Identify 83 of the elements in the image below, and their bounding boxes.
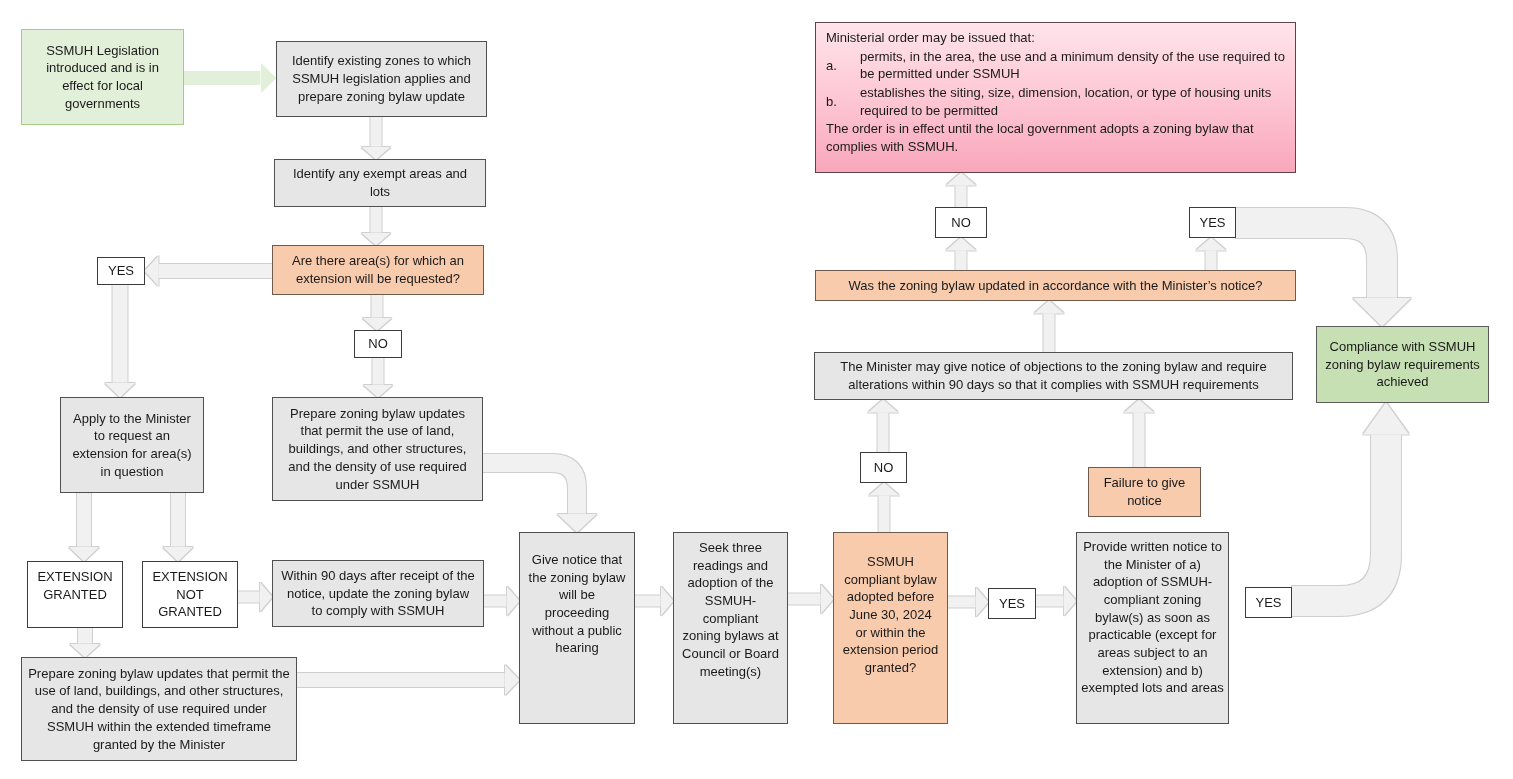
answer-box (27, 561, 123, 628)
step-text: Seek three readings and adoption of the SSMUH-compliant zoning bylaws at Council or Board meeting(s) (682, 539, 779, 681)
block-arrow (948, 587, 989, 617)
block-arrow (238, 582, 273, 612)
list-item-text: establishes the siting, size, dimension, location, or type of housing units required to be permitted (860, 84, 1273, 120)
question-text: Was the zoning bylaw updated in accordance with the Minister’s notice? (848, 276, 1263, 295)
block-arrow (68, 493, 100, 562)
block-arrow (362, 295, 392, 331)
list-marker: a. (826, 56, 838, 75)
answer-text: NO (368, 335, 388, 353)
block-arrow (1034, 300, 1064, 352)
answer-box (1245, 587, 1292, 618)
decision-box (272, 245, 484, 295)
block-arrow (483, 454, 597, 533)
start-text: SSMUH Legislation introduced and is in effect for local governments (45, 41, 160, 113)
block-arrow (869, 482, 899, 532)
decision-box (815, 270, 1296, 301)
order-note: The order is in effect until the local government adopts a zoning bylaw that complies with SSMUH. (826, 120, 1255, 156)
answer-box (860, 452, 907, 483)
step-text: Prepare zoning bylaw updates that permit the use of land, buildings, and other structures, and the density of use required under SSMUH within the extended timeframe granted by the Minister (27, 664, 291, 754)
result-text: Compliance with SSMUH zoning bylaw requirements achieved (1325, 338, 1480, 391)
answer-box (1189, 207, 1236, 238)
block-arrow (635, 586, 674, 616)
process-box (272, 397, 483, 501)
answer-text: YES (1255, 593, 1282, 612)
order-heading: Ministerial order may be issued that: (826, 29, 1036, 47)
step-text: Give notice that the zoning bylaw will be proceeding without a public hearing (528, 551, 626, 658)
process-box (519, 532, 635, 724)
answer-box (354, 330, 402, 358)
answer-box (988, 588, 1036, 619)
process-box (673, 532, 788, 724)
decision-box (1088, 467, 1201, 517)
block-arrow (484, 586, 520, 616)
block-arrow (184, 62, 277, 94)
decision-box (833, 532, 948, 724)
block-arrow (946, 172, 976, 207)
step-text: Identify existing zones to which SSMUH legislation applies and prepare zoning bylaw update (290, 52, 473, 106)
block-arrow (788, 584, 834, 614)
block-arrow (1036, 586, 1077, 616)
block-arrow (1124, 399, 1154, 467)
order-box (815, 22, 1296, 173)
block-arrow (144, 256, 272, 286)
process-box (21, 657, 297, 761)
block-arrow (162, 493, 194, 562)
step-text: The Minister may give notice of objections to the zoning bylaw and require alterations within 90 days so that it complies with SSMUH requirements (839, 358, 1268, 394)
answer-box (142, 561, 238, 628)
process-box (814, 352, 1293, 400)
process-box (272, 560, 484, 627)
question-text: SSMUH compliant bylaw adopted before June 30, 2024 or within the extension period granted? (842, 553, 939, 677)
block-arrow (1196, 237, 1226, 270)
answer-text: NO (951, 213, 971, 232)
question-text: Failure to give notice (1102, 474, 1187, 510)
step-text: Identify any exempt areas and lots (291, 165, 469, 201)
answer-text: EXTENSION NOT GRANTED (151, 568, 229, 621)
step-text: Provide written notice to the Minister of a) adoption of SSMUH-compliant zoning bylaw(s) as soon as practicable (except for areas subject to an extension) and b) exempted lots and areas (1081, 538, 1224, 698)
step-text: Apply to the Minister to request an extension for area(s) in question (71, 409, 193, 481)
process-box (60, 397, 204, 493)
block-arrow (361, 207, 391, 246)
process-box (1076, 532, 1229, 724)
end-box (1316, 326, 1489, 403)
block-arrow (1236, 208, 1412, 327)
step-text: Within 90 days after receipt of the notice, update the zoning bylaw to comply with SSMUH (281, 567, 475, 620)
answer-text: NO (873, 458, 894, 477)
block-arrow (361, 117, 391, 160)
block-arrow (946, 237, 976, 270)
start-box (21, 29, 184, 125)
block-arrow (868, 399, 898, 452)
block-arrow (363, 358, 393, 398)
answer-box (935, 207, 987, 238)
question-text: Are there area(s) for which an extension will be requested? (291, 252, 465, 288)
answer-text: YES (999, 594, 1025, 613)
answer-text: YES (108, 262, 134, 280)
answer-text: EXTENSION GRANTED (36, 568, 114, 604)
answer-box (97, 257, 145, 285)
block-arrow (69, 628, 101, 658)
block-arrow (104, 285, 136, 398)
list-marker: b. (826, 92, 838, 111)
process-box (276, 41, 487, 117)
process-box (274, 159, 486, 207)
answer-text: YES (1199, 213, 1226, 232)
block-arrow (1292, 402, 1409, 616)
block-arrow (297, 664, 520, 696)
step-text: Prepare zoning bylaw updates that permit the use of land, buildings, and other structures, and the density of use required under SSMUH (287, 404, 468, 494)
